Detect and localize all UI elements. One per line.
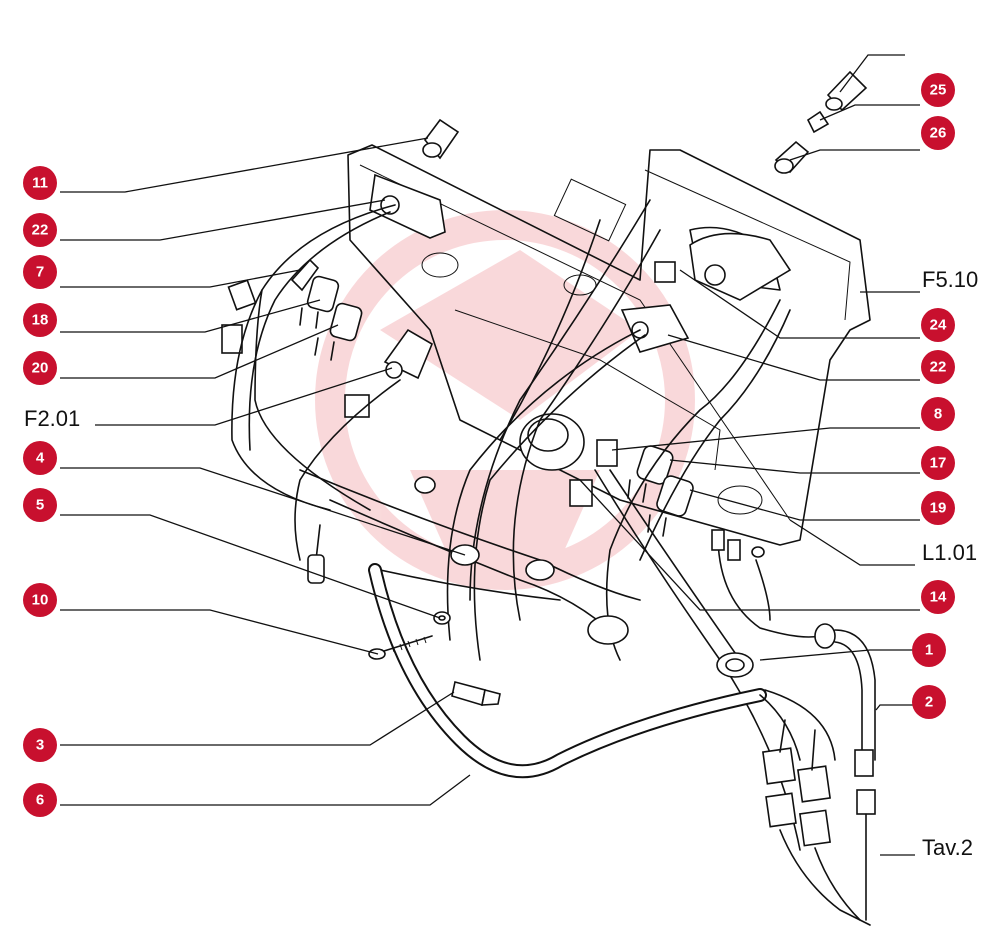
- bulb-top-right: [825, 70, 868, 112]
- callout-25: 25: [921, 73, 955, 107]
- leader-lines: [60, 54, 920, 856]
- callout-4: 4: [23, 441, 57, 475]
- svg-text:6: 6: [36, 792, 44, 809]
- callout-18: 18: [23, 303, 57, 337]
- svg-text:25: 25: [930, 82, 947, 99]
- instrument-gauge: [689, 232, 792, 301]
- callout-1: 1: [912, 633, 946, 667]
- callout-20: 20: [23, 351, 57, 385]
- bottom-connectors: [762, 719, 876, 926]
- svg-text:24: 24: [930, 317, 947, 334]
- callout-6: 6: [23, 783, 57, 817]
- main-cable-6: [368, 563, 836, 779]
- connector-24: [654, 261, 676, 283]
- svg-text:2: 2: [925, 694, 933, 711]
- ref-label-tav2: Tav.2: [922, 835, 973, 860]
- callout-5: 5: [23, 488, 57, 522]
- callout-22-right: 22: [921, 350, 955, 384]
- ref-label-f510: F5.10: [922, 267, 978, 292]
- terminal-pin: [307, 554, 325, 584]
- svg-text:17: 17: [930, 455, 947, 472]
- connector-center: [569, 479, 593, 507]
- bulb-18: [299, 275, 340, 329]
- callout-14: 14: [921, 580, 955, 614]
- svg-text:14: 14: [930, 589, 947, 606]
- svg-text:10: 10: [32, 592, 49, 609]
- terminal-14-a: [711, 529, 725, 551]
- svg-text:5: 5: [36, 497, 44, 514]
- callout-8: 8: [921, 397, 955, 431]
- callout-26: 26: [921, 116, 955, 150]
- lamp-housing-left: [369, 173, 446, 239]
- callout-10: 10: [23, 583, 57, 617]
- svg-text:11: 11: [32, 175, 48, 192]
- ref-label-l101: L1.01: [922, 540, 977, 565]
- callout-2: 2: [912, 685, 946, 719]
- svg-text:7: 7: [36, 264, 44, 281]
- socket-26: [774, 140, 810, 174]
- callout-3: 3: [23, 728, 57, 762]
- svg-text:26: 26: [930, 125, 947, 142]
- connector-small-a: [221, 324, 243, 354]
- callout-17: 17: [921, 446, 955, 480]
- callout-7: 7: [23, 255, 57, 289]
- callout-11: 11: [23, 166, 57, 200]
- bulb-20: [314, 302, 363, 361]
- svg-text:20: 20: [32, 360, 49, 377]
- grommet-loose: [716, 652, 754, 678]
- socket-25: [806, 110, 830, 134]
- washer-5: [433, 611, 451, 625]
- svg-text:8: 8: [934, 406, 942, 423]
- callout-22-left: 22: [23, 213, 57, 247]
- connector-small-b: [344, 394, 370, 418]
- watermark-logo: [315, 210, 695, 590]
- connector-7: [227, 258, 320, 311]
- terminal-14-b: [727, 539, 741, 561]
- callout-19: 19: [921, 491, 955, 525]
- svg-text:22: 22: [930, 359, 947, 376]
- connector-8: [596, 439, 618, 467]
- svg-text:22: 22: [32, 222, 49, 239]
- svg-text:18: 18: [32, 312, 49, 329]
- svg-text:19: 19: [930, 500, 947, 517]
- svg-text:4: 4: [36, 450, 45, 467]
- bulb-11: [422, 118, 460, 160]
- switch-center: [519, 413, 585, 471]
- grommet-1-cable: [711, 529, 876, 761]
- connector-3: [451, 681, 501, 707]
- svg-text:1: 1: [925, 642, 933, 659]
- wiring-harness: [231, 199, 801, 851]
- callout-24: 24: [921, 308, 955, 342]
- bulb-holder-f201: [383, 328, 434, 380]
- svg-text:3: 3: [36, 737, 44, 754]
- ref-label-f201: F2.01: [24, 406, 80, 431]
